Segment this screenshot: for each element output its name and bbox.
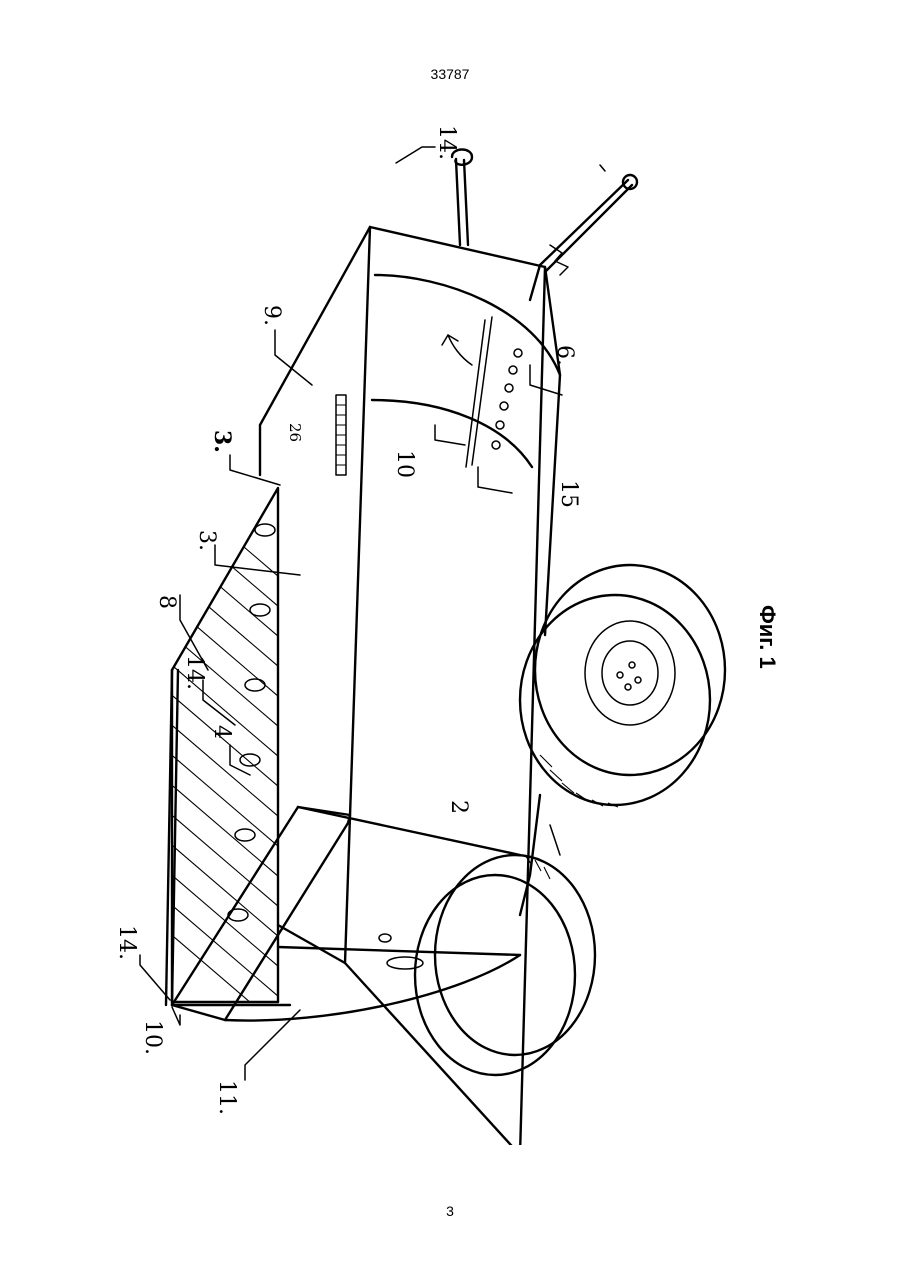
callout-3: 3. bbox=[194, 530, 219, 551]
wheel-rear-pair bbox=[520, 565, 725, 807]
figure-caption: Фиг. 1 bbox=[755, 605, 780, 669]
leader-lines bbox=[140, 147, 562, 1080]
callout-15: 15 bbox=[556, 480, 581, 508]
callout-10-side: 10 bbox=[392, 450, 417, 478]
page-number: 3 bbox=[0, 1203, 900, 1219]
callout-4: 4 bbox=[209, 725, 234, 739]
callout-11: 11. bbox=[214, 1080, 239, 1115]
patent-drawing: 14. 9. 3. 26 3. 8 14. 4 10 15 6. 2 14. 1… bbox=[100, 95, 810, 1145]
callout-14-left: 14. bbox=[114, 925, 139, 960]
callout-14-top: 14. bbox=[434, 125, 459, 160]
callout-10-bottom: 10. bbox=[140, 1020, 165, 1055]
callout-14-mid: 14. bbox=[182, 655, 207, 690]
callout-3-bold: 3. bbox=[209, 430, 235, 453]
callout-8: 8 bbox=[154, 595, 179, 609]
document-number: 33787 bbox=[0, 66, 900, 82]
callout-6: 6. bbox=[552, 345, 577, 366]
callout-9: 9. bbox=[259, 305, 284, 326]
trailer-sketch-svg: 14. 9. 3. 26 3. 8 14. 4 10 15 6. 2 14. 1… bbox=[100, 95, 810, 1145]
callout-2: 2 bbox=[446, 800, 471, 814]
rotor-dots bbox=[492, 349, 522, 449]
callout-26: 26 bbox=[286, 423, 304, 442]
chassis-body bbox=[260, 227, 560, 1145]
